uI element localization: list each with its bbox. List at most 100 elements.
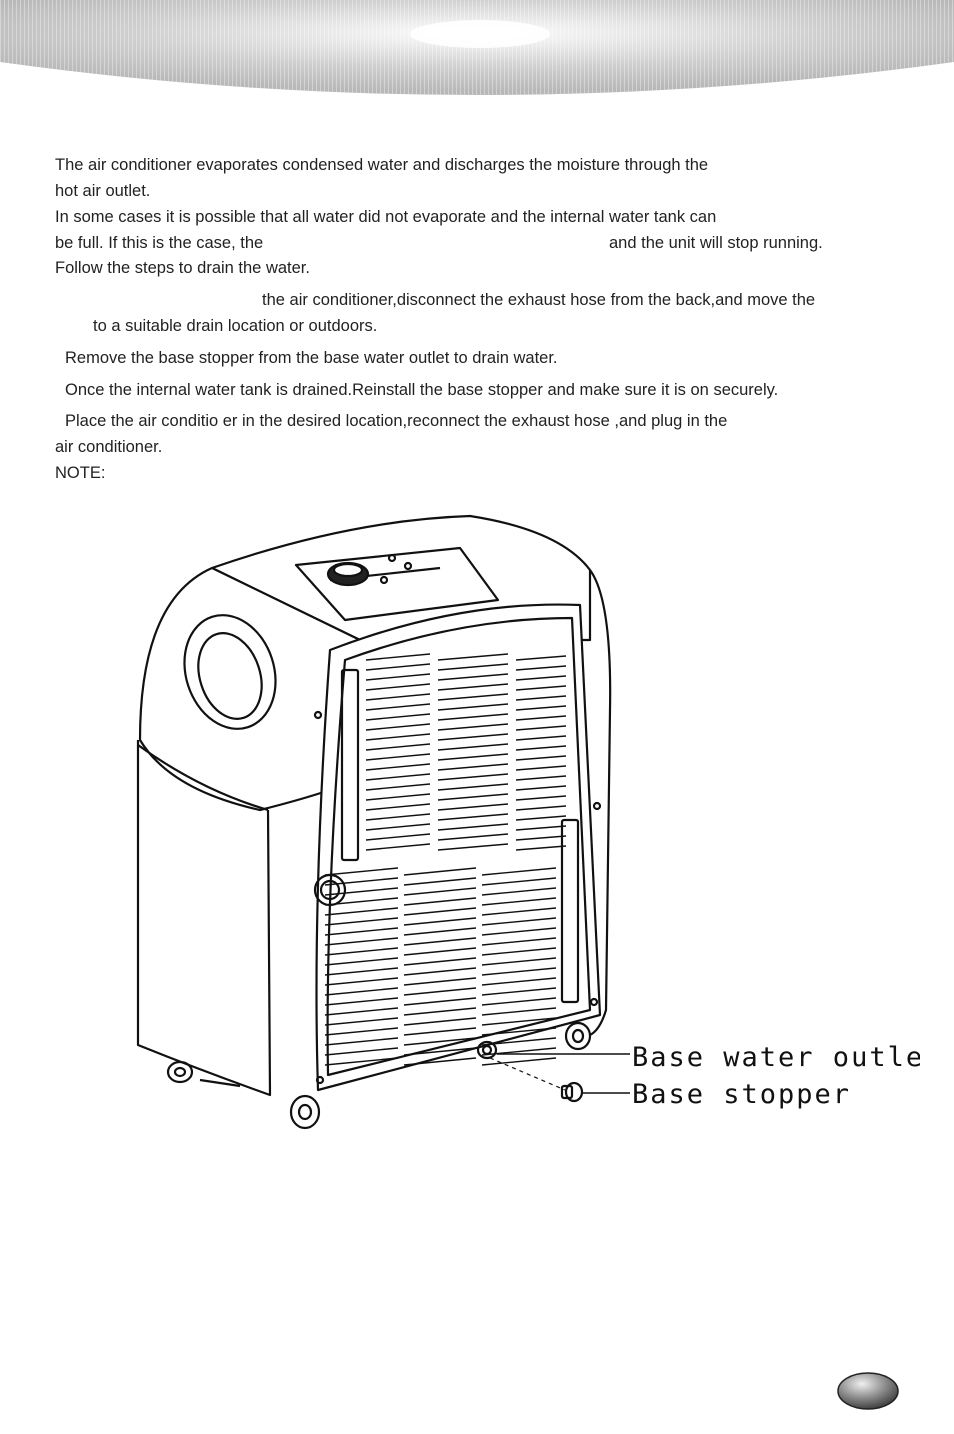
- grille-slat: [324, 1057, 399, 1066]
- grille-slat: [515, 765, 567, 771]
- grille-slat: [365, 843, 431, 851]
- grille-slat: [515, 845, 567, 851]
- grille-slat: [403, 887, 477, 896]
- grille-slat: [481, 997, 557, 1006]
- grille-slat: [403, 1017, 477, 1026]
- base-water-outlet-label: Base water outlet: [632, 1042, 920, 1073]
- grille-slat: [437, 833, 509, 841]
- grille-slat: [481, 977, 557, 986]
- grille-slat: [403, 977, 477, 986]
- grille-slat: [481, 1007, 557, 1016]
- grille-slat: [437, 693, 509, 701]
- grille-slat: [437, 843, 509, 851]
- grille-slat: [515, 745, 567, 751]
- grille-slat: [403, 1047, 477, 1056]
- grille-slat: [365, 803, 431, 811]
- grille-slat: [365, 753, 431, 761]
- grille-slat: [324, 967, 399, 976]
- grille-slat: [515, 735, 567, 741]
- grille-slat: [515, 775, 567, 781]
- grille-slat: [324, 1037, 399, 1046]
- grille-slat: [403, 897, 477, 906]
- grille-slat: [481, 937, 557, 946]
- grille-slat: [437, 753, 509, 761]
- grille-slat: [365, 673, 431, 681]
- grille-slat: [403, 907, 477, 916]
- grille-slat: [403, 877, 477, 886]
- grille-slat: [437, 783, 509, 791]
- grille-slat: [403, 1037, 477, 1046]
- air-conditioner-rear-illustration: Base water outlet Base stopper: [136, 514, 920, 1130]
- grille-slat: [481, 917, 557, 926]
- step-2: Remove the base stopper from the base wa…: [65, 349, 558, 367]
- grille-slat: [437, 823, 509, 831]
- grille-slat: [437, 673, 509, 681]
- grille-slat: [515, 805, 567, 811]
- grille-slat: [481, 957, 557, 966]
- grille-slat: [481, 867, 557, 876]
- grille-slat: [481, 947, 557, 956]
- grille-slat: [365, 793, 431, 801]
- grille-slat: [515, 705, 567, 711]
- grille-slat: [515, 655, 567, 661]
- tank-line-2b: and the unit will stop running.: [609, 234, 823, 252]
- grille-slat: [481, 897, 557, 906]
- page-number-badge: [837, 1372, 899, 1410]
- grille-slat: [324, 947, 399, 956]
- grille-slat: [403, 1027, 477, 1036]
- step-1-line-2: to a suitable drain location or outdoors…: [93, 317, 378, 335]
- grille-slat: [481, 927, 557, 936]
- grille-slat: [515, 755, 567, 761]
- tank-line-2a: be full. If this is the case, the: [55, 234, 264, 252]
- tank-line-1: In some cases it is possible that all wa…: [55, 208, 717, 226]
- grille-slat: [403, 927, 477, 936]
- grille-slat: [437, 713, 509, 721]
- grille-slat: [481, 987, 557, 996]
- grille-slat: [437, 743, 509, 751]
- step-4-line-2: air conditioner.: [55, 438, 163, 456]
- grille-slat: [365, 773, 431, 781]
- grille-slat: [515, 715, 567, 721]
- grille-slat: [365, 743, 431, 751]
- grille-slat: [403, 997, 477, 1006]
- grille-slat: [437, 653, 509, 661]
- grille-slat: [365, 683, 431, 691]
- grille-slat: [365, 693, 431, 701]
- grille-slat: [324, 1017, 399, 1026]
- grille-slat: [324, 917, 399, 926]
- grille-slat: [324, 867, 399, 876]
- grille-slat: [365, 723, 431, 731]
- grille-slat: [437, 663, 509, 671]
- grille-slat: [403, 987, 477, 996]
- grille-slat: [437, 763, 509, 771]
- grille-slat: [324, 907, 399, 916]
- grille-slat: [403, 1007, 477, 1016]
- grille-slat: [515, 825, 567, 831]
- grille-slat: [515, 835, 567, 841]
- grille-slat: [365, 713, 431, 721]
- grille-slat: [365, 833, 431, 841]
- grille-slat: [437, 733, 509, 741]
- grille-slat: [324, 1047, 399, 1056]
- grille-slat: [515, 725, 567, 731]
- grille-slat: [515, 675, 567, 681]
- grille-slat: [365, 663, 431, 671]
- grille-slat: [437, 683, 509, 691]
- grille-slat: [403, 937, 477, 946]
- grille-slat: [437, 773, 509, 781]
- grille-slat: [481, 877, 557, 886]
- intro-line-1: The air conditioner evaporates condensed…: [55, 156, 709, 174]
- base-stopper-label: Base stopper: [632, 1079, 851, 1110]
- grille-slat: [365, 783, 431, 791]
- grille-slat: [324, 957, 399, 966]
- grille-slat: [324, 927, 399, 936]
- grille-slat: [515, 685, 567, 691]
- grille-slat: [515, 795, 567, 801]
- grille-slat: [403, 947, 477, 956]
- grille-slat: [437, 813, 509, 821]
- step-3: Once the internal water tank is drained.…: [65, 381, 779, 399]
- header-band: [0, 0, 954, 95]
- grille-slat: [481, 1057, 557, 1066]
- grille-slat: [515, 815, 567, 821]
- grille-slat: [515, 785, 567, 791]
